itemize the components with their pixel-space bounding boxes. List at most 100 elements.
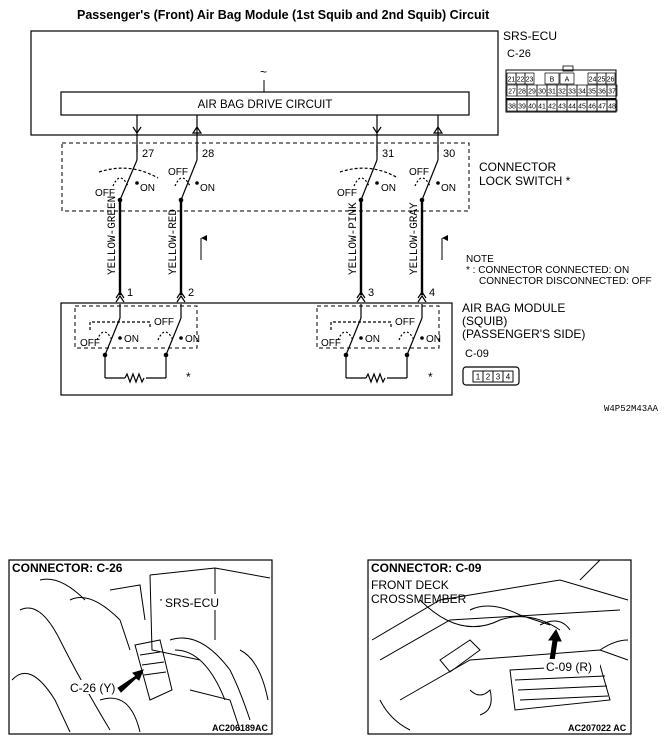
- photo-left-code: AC206189AC: [212, 723, 269, 733]
- connector-lock-switch-box: [61, 142, 470, 212]
- photo-left-callout: C-26 (Y): [70, 681, 115, 695]
- connector-pin: 34: [578, 89, 586, 96]
- connector-pin: 36: [598, 89, 606, 96]
- module-label-2: (SQUIB): [462, 314, 507, 328]
- connector-pin: 38: [508, 104, 516, 111]
- squib-off-label: OFF: [395, 317, 415, 328]
- connector-pin: 47: [598, 104, 606, 111]
- squib-2: [330, 304, 423, 384]
- connector-pin: 39: [518, 104, 526, 111]
- srs-ecu-box: [30, 30, 499, 136]
- connector-pin: 25: [598, 77, 606, 84]
- connector-pin: 4: [506, 373, 511, 382]
- terminal-2: 2: [188, 287, 194, 299]
- air-bag-drive-circuit-box: [60, 91, 470, 116]
- switch-off-label: OFF: [95, 188, 115, 199]
- switch-off-label: OFF: [409, 167, 429, 178]
- diagram-title: Passenger's (Front) Air Bag Module (1st …: [77, 8, 490, 22]
- terminal-1: 1: [127, 287, 133, 299]
- connector-pin: 22: [517, 77, 525, 84]
- ground-tilde: ~: [260, 65, 267, 79]
- terminal-3: 3: [368, 287, 374, 299]
- connector-pin: 46: [588, 104, 596, 111]
- photo-right-code: AC207022 AC: [568, 723, 627, 733]
- callout-arrow-c26: [117, 669, 144, 693]
- connector-pin: 33: [568, 89, 576, 96]
- terminal-27: 27: [142, 148, 154, 160]
- photo-panel-c26: CONNECTOR: C-26 SRS-ECU C-26 (Y) AC20618…: [8, 559, 273, 735]
- connector-pin: 23: [526, 77, 534, 84]
- air-bag-module-box: [60, 302, 453, 396]
- connector-pin: 24: [589, 77, 597, 84]
- connector-pin: 26: [607, 77, 615, 84]
- note-heading: NOTE: [466, 254, 494, 265]
- connector-pin: 1: [476, 373, 481, 382]
- air-bag-drive-circuit-label: AIR BAG DRIVE CIRCUIT: [198, 99, 333, 111]
- connector-pin: 30: [538, 89, 546, 96]
- photo-left-ecu-label: SRS-ECU: [165, 596, 219, 610]
- squib-on-label: ON: [185, 334, 200, 345]
- module-connector-id: C-09: [465, 348, 489, 360]
- connector-pin: 3: [496, 373, 501, 382]
- photo-right-header: CONNECTOR: C-09: [371, 561, 482, 575]
- lock-switch-label-2: LOCK SWITCH *: [479, 174, 571, 188]
- connector-pin: 28: [518, 89, 526, 96]
- note-line-1: * : CONNECTOR CONNECTED: ON: [466, 265, 629, 276]
- wire-label-yellow-pink: YELLOW-PINK: [348, 202, 360, 275]
- terminal-4: 4: [429, 287, 435, 299]
- switch-on-label: ON: [200, 183, 215, 194]
- connector-pin: 45: [578, 104, 586, 111]
- photo-right-location-2: CROSSMEMBER: [371, 592, 467, 606]
- lock-switch-right: [339, 145, 439, 295]
- connector-pin: 44: [568, 104, 576, 111]
- lock-switch-left: [98, 145, 198, 295]
- connector-pin: 31: [548, 89, 556, 96]
- connector-pin: A: [565, 77, 570, 84]
- connector-pin: 42: [548, 104, 556, 111]
- switch-off-label: OFF: [337, 188, 357, 199]
- note-line-2: CONNECTOR DISCONNECTED: OFF: [479, 276, 652, 287]
- connector-pin: 48: [608, 104, 616, 111]
- switch-off-label: OFF: [168, 167, 188, 178]
- terminal-31: 31: [382, 148, 394, 160]
- connector-pin: 32: [558, 89, 566, 96]
- module-label-1: AIR BAG MODULE: [462, 301, 565, 315]
- callout-arrow-c09: [548, 628, 562, 662]
- photo-panel-c09: CONNECTOR: C-09 FRONT DECK CROSSMEMBER C…: [367, 559, 632, 735]
- ecu-connector-id: C-26: [507, 48, 531, 60]
- squib-off-label: OFF: [321, 338, 341, 349]
- terminal-28: 28: [202, 148, 214, 160]
- module-label-3: (PASSENGER'S SIDE): [462, 327, 585, 341]
- connector-pin: 35: [588, 89, 596, 96]
- lock-switch-label-1: CONNECTOR: [479, 160, 556, 174]
- photo-left-header: CONNECTOR: C-26: [12, 561, 123, 575]
- connector-pin: 29: [528, 89, 536, 96]
- switch-on-label: ON: [441, 183, 456, 194]
- squib-on-label: ON: [124, 334, 139, 345]
- squib-off-label: OFF: [80, 338, 100, 349]
- figure-code: W4P52M43AA: [604, 404, 659, 414]
- squib-asterisk: *: [428, 370, 433, 384]
- switch-on-label: ON: [140, 183, 155, 194]
- wire-label-yellow-green: YELLOW-GREEN: [107, 196, 119, 275]
- photo-right-location-1: FRONT DECK: [371, 578, 449, 592]
- squib-switch-box-left: [74, 305, 198, 349]
- connector-pin: 41: [538, 104, 546, 111]
- srs-ecu-label: SRS-ECU: [503, 29, 557, 43]
- photo-right-callout: C-09 (R): [546, 660, 592, 674]
- connector-pin: 43: [558, 104, 566, 111]
- connector-pin: B: [550, 77, 555, 84]
- squib-switch-box-right: [316, 305, 440, 349]
- squib-on-label: ON: [365, 334, 380, 345]
- connector-pin: 2: [486, 373, 491, 382]
- connector-pin: 40: [528, 104, 536, 111]
- switch-on-label: ON: [381, 183, 396, 194]
- squib-asterisk: *: [186, 370, 191, 384]
- wire-label-yellow-gray: YELLOW-GRAY: [409, 202, 421, 275]
- connector-pin: 21: [508, 77, 516, 84]
- connector-pin: 27: [508, 89, 516, 96]
- terminal-30: 30: [443, 148, 455, 160]
